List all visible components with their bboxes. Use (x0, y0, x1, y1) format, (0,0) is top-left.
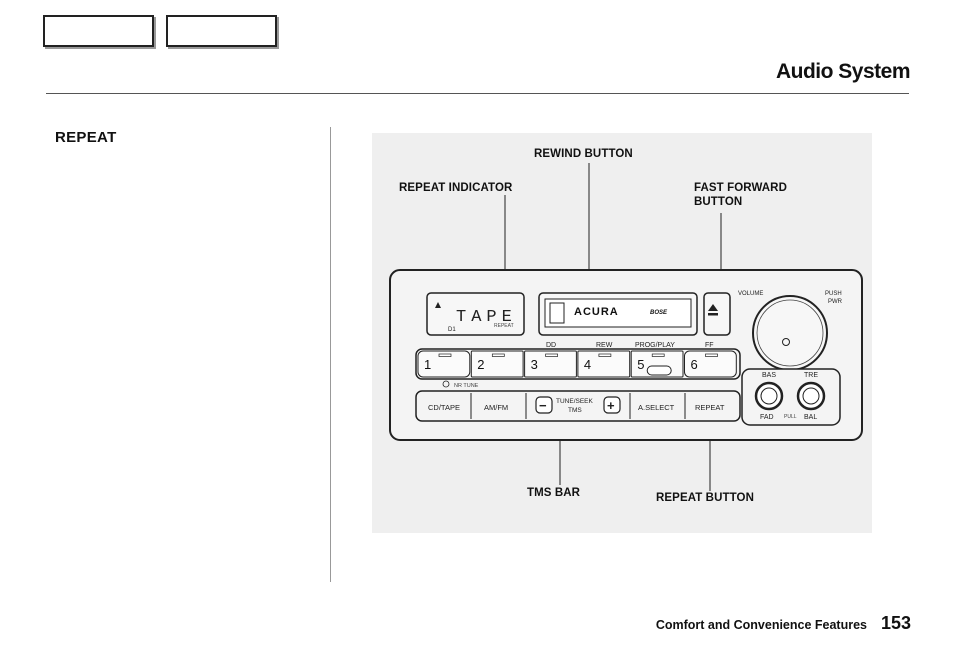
preset-button-1[interactable] (417, 350, 471, 378)
tms-plus-button (603, 396, 621, 414)
mode-label-ff: FF (705, 342, 714, 349)
preset-button-3[interactable] (524, 350, 577, 378)
page-title: Audio System (775, 60, 911, 83)
audio-unit-illustration: TAPE D1 REPEAT ACURA BOSE VOLUME PUSH PW… (372, 133, 872, 533)
fast-forward-label-line1: FAST FORWARD (694, 182, 787, 194)
preset-button-label-1: 1 (424, 357, 431, 372)
mode-label-prog-play: PROG/PLAY (635, 342, 675, 349)
pull-label: PULL (784, 414, 797, 420)
preset-indicator-1 (438, 353, 452, 357)
section-heading: REPEAT (55, 129, 117, 146)
rewind-button-label: REWIND BUTTON (534, 148, 633, 160)
preset-button-label-2: 2 (477, 357, 484, 372)
tune-seek-label: TUNE/SEEK (556, 398, 594, 405)
volume-label: VOLUME (738, 291, 763, 297)
preset-button-label-4: 4 (584, 357, 591, 372)
cassette-brand: ACURA (574, 306, 619, 318)
repeat-button-label: REPEAT BUTTON (656, 492, 754, 504)
column-divider (330, 127, 331, 582)
treble-knob (796, 381, 826, 411)
preset-buttons: 1 2 3 4 5 6 (417, 350, 737, 378)
svg-text:−: − (539, 398, 547, 413)
volume-knob-indicator (782, 338, 790, 346)
display-sub-right: REPEAT (494, 323, 514, 329)
bal-label: BAL (804, 414, 817, 421)
mode-label-dolby: DD (546, 342, 556, 349)
tms-label: TMS (568, 407, 582, 414)
preset-indicator-6 (705, 353, 718, 357)
preset-5-oval-mark (646, 365, 672, 376)
tms-bar-label: TMS BAR (527, 487, 581, 499)
header-divider (46, 93, 909, 94)
display-sub-left: D1 (448, 327, 456, 333)
radio-display (426, 292, 525, 336)
a-select-label: A.SELECT (638, 403, 675, 412)
preset-indicator-2 (491, 353, 505, 357)
volume-knob (752, 295, 828, 371)
preset-button-label-5: 5 (637, 357, 644, 372)
page-number: 153 (880, 613, 911, 633)
preset-button-label-3: 3 (531, 357, 538, 372)
fast-forward-label-line2: BUTTON (694, 196, 743, 208)
tms-minus-button (535, 396, 553, 414)
svg-text:+: + (607, 398, 615, 413)
push-label: PUSH (825, 291, 842, 297)
cassette-sub-brand: BOSE (650, 310, 668, 316)
preset-button-6[interactable] (684, 350, 737, 378)
preset-button-label-6: 6 (691, 357, 698, 372)
am-fm-label: AM/FM (484, 403, 508, 412)
repeat-label: REPEAT (695, 403, 725, 412)
preset-indicator-5 (651, 353, 665, 357)
bass-knob (754, 381, 784, 411)
repeat-indicator-label: REPEAT INDICATOR (399, 182, 513, 194)
mode-label-rew: REW (596, 342, 613, 349)
cd-tape-label: CD/TAPE (428, 403, 460, 412)
preset-button-2[interactable] (470, 350, 524, 378)
bottom-small-label: NR TUNE (454, 383, 479, 389)
next-page-tab[interactable] (166, 15, 277, 47)
preset-button-4[interactable] (577, 350, 631, 378)
tre-label: TRE (804, 372, 818, 379)
previous-page-tab[interactable] (43, 15, 154, 47)
display-text: TAPE (456, 308, 517, 327)
bas-label: BAS (762, 372, 776, 379)
eject-icon (708, 304, 718, 311)
pwr-label: PWR (828, 299, 843, 305)
fad-label: FAD (760, 414, 774, 421)
radio-drawing: TAPE D1 REPEAT ACURA BOSE VOLUME PUSH PW… (389, 163, 863, 491)
function-button-bar (415, 390, 741, 422)
display-up-arrow (435, 302, 441, 308)
preset-indicator-4 (598, 353, 612, 357)
preset-indicator-3 (545, 353, 558, 357)
footer-section-title: Comfort and Convenience Features (655, 618, 867, 632)
